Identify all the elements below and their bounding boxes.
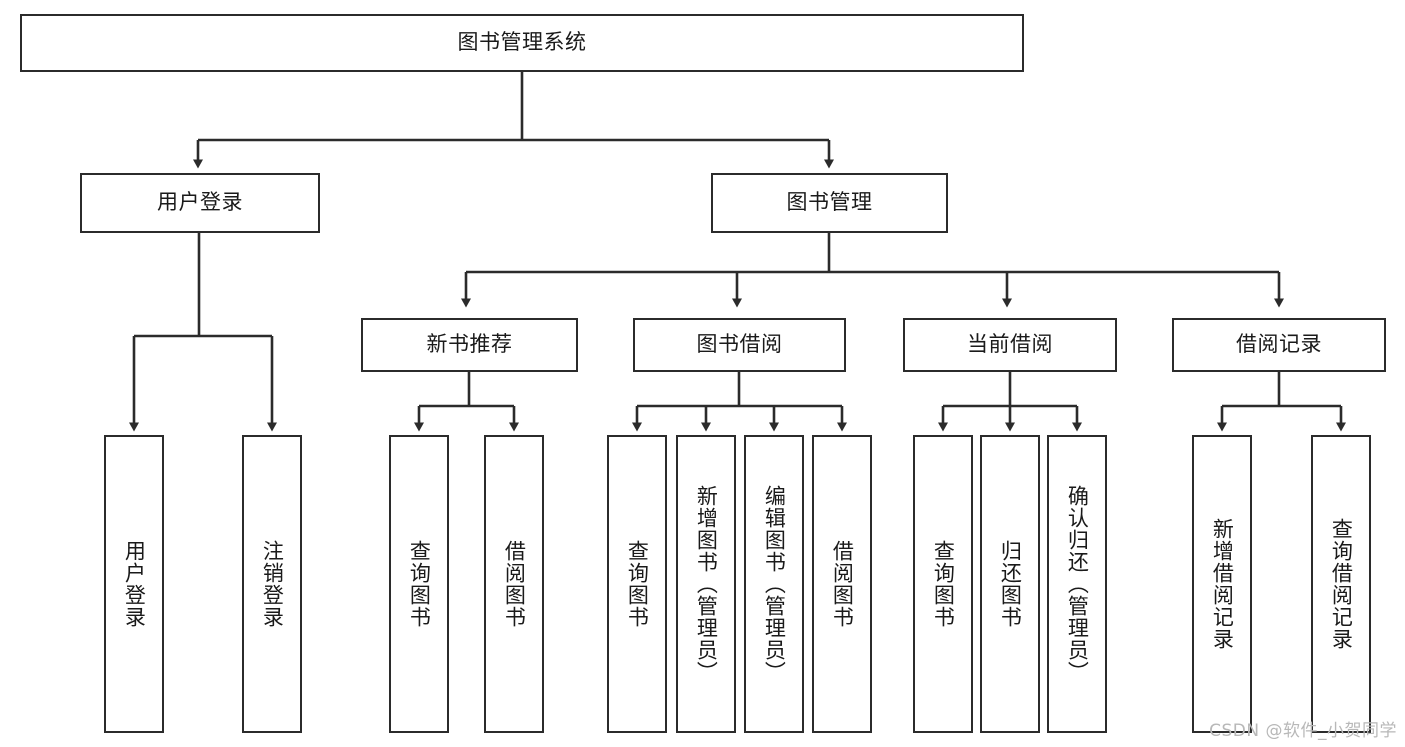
leaf-add-book-admin[interactable]: 新增图书（管理员） bbox=[676, 435, 736, 733]
leaf-borrow-books-borrowing[interactable]: 借阅图书 bbox=[812, 435, 872, 733]
node-label: 归还图书 bbox=[998, 540, 1023, 628]
node-label: 用户登录 bbox=[122, 540, 147, 628]
node-label: 图书管理 bbox=[786, 190, 873, 215]
node-label: 借阅图书 bbox=[502, 540, 527, 628]
node-label: 新增图书（管理员） bbox=[694, 485, 719, 683]
node-label: 注销登录 bbox=[260, 540, 285, 628]
node-current-borrowing[interactable]: 当前借阅 bbox=[903, 318, 1117, 372]
leaf-query-books-current[interactable]: 查询图书 bbox=[913, 435, 973, 733]
node-user-login[interactable]: 用户登录 bbox=[80, 173, 320, 233]
node-label: 编辑图书（管理员） bbox=[762, 485, 787, 683]
leaf-borrow-books-recommendation[interactable]: 借阅图书 bbox=[484, 435, 544, 733]
leaf-query-books-recommendation[interactable]: 查询图书 bbox=[389, 435, 449, 733]
node-label: 借阅记录 bbox=[1236, 332, 1322, 357]
node-label: 新书推荐 bbox=[426, 332, 513, 357]
node-label: 查询图书 bbox=[625, 540, 650, 628]
node-borrowing-records[interactable]: 借阅记录 bbox=[1172, 318, 1386, 372]
leaf-return-books[interactable]: 归还图书 bbox=[980, 435, 1040, 733]
leaf-query-borrowing-record[interactable]: 查询借阅记录 bbox=[1311, 435, 1371, 733]
node-label: 新增借阅记录 bbox=[1210, 518, 1235, 650]
node-label: 查询借阅记录 bbox=[1329, 518, 1354, 650]
leaf-confirm-return-admin[interactable]: 确认归还（管理员） bbox=[1047, 435, 1107, 733]
leaf-logout[interactable]: 注销登录 bbox=[242, 435, 302, 733]
leaf-edit-book-admin[interactable]: 编辑图书（管理员） bbox=[744, 435, 804, 733]
node-label: 当前借阅 bbox=[967, 332, 1053, 357]
leaf-query-books-borrowing[interactable]: 查询图书 bbox=[607, 435, 667, 733]
node-book-borrowing[interactable]: 图书借阅 bbox=[633, 318, 846, 372]
node-label: 借阅图书 bbox=[830, 540, 855, 628]
node-label: 查询图书 bbox=[407, 540, 432, 628]
node-label: 用户登录 bbox=[157, 190, 243, 215]
node-root-book-management-system[interactable]: 图书管理系统 bbox=[20, 14, 1024, 72]
csdn-watermark: CSDN @软件_小贺同学 bbox=[1209, 721, 1397, 741]
leaf-user-login[interactable]: 用户登录 bbox=[104, 435, 164, 733]
leaf-add-borrowing-record[interactable]: 新增借阅记录 bbox=[1192, 435, 1252, 733]
node-label: 图书借阅 bbox=[696, 332, 783, 357]
node-new-book-recommendation[interactable]: 新书推荐 bbox=[361, 318, 578, 372]
node-book-management[interactable]: 图书管理 bbox=[711, 173, 948, 233]
node-label: 确认归还（管理员） bbox=[1065, 485, 1090, 683]
node-label: 图书管理系统 bbox=[457, 30, 587, 55]
node-label: 查询图书 bbox=[931, 540, 956, 628]
